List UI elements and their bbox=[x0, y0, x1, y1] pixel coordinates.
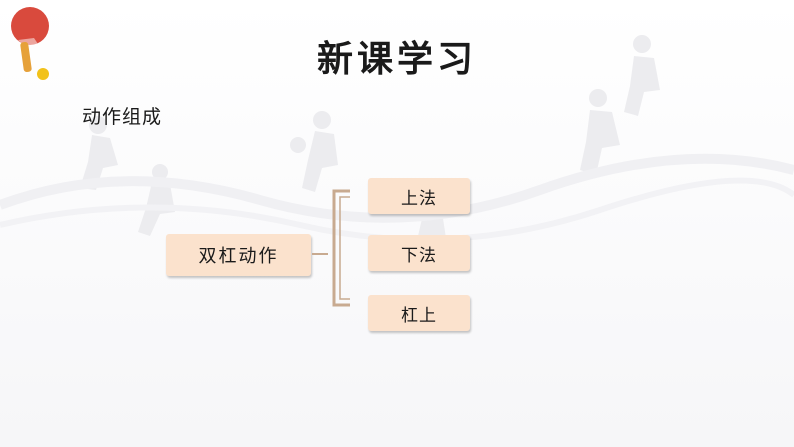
child-node-1: 上法 bbox=[368, 178, 470, 214]
slide-title: 新课学习 bbox=[0, 30, 794, 82]
brace-connector bbox=[310, 185, 360, 315]
section-subtitle: 动作组成 bbox=[82, 102, 162, 129]
child-node-2: 下法 bbox=[368, 235, 470, 271]
root-node: 双杠动作 bbox=[166, 234, 311, 276]
child-node-3: 杠上 bbox=[368, 295, 470, 331]
